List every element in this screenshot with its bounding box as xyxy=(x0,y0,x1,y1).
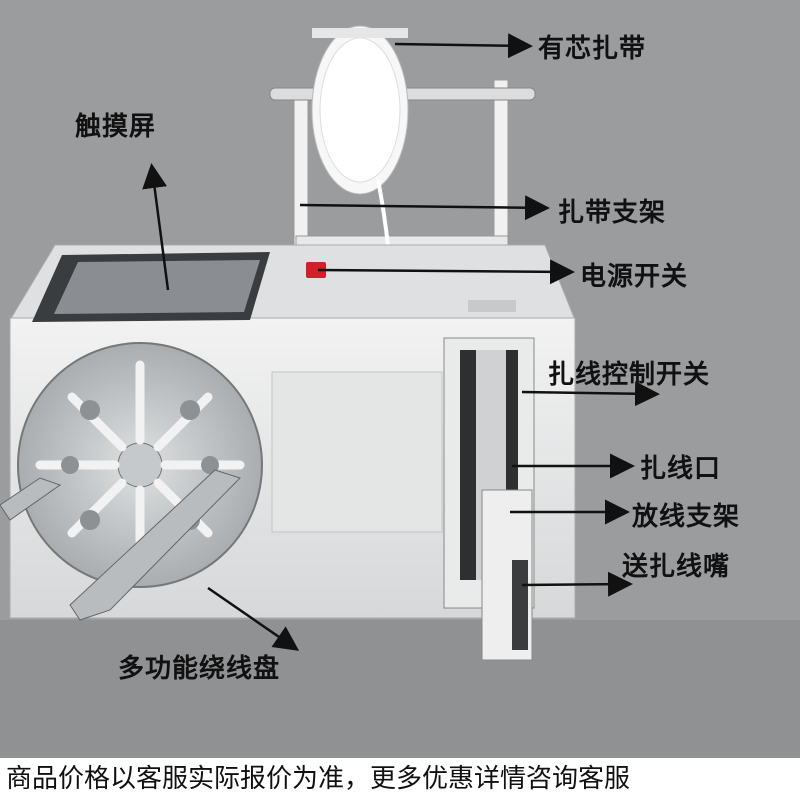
price-notice-banner: 商品价格以客服实际报价为准，更多优惠详情咨询客服 xyxy=(0,758,800,800)
brand-plate xyxy=(468,300,516,312)
label-tie-holder: 扎带支架 xyxy=(558,198,667,228)
touch-screen xyxy=(32,252,270,322)
label-touch-screen: 触摸屏 xyxy=(75,112,157,142)
power-switch xyxy=(306,262,326,278)
label-winding-disc: 多功能绕线盘 xyxy=(118,654,281,684)
winding-disc xyxy=(0,342,263,621)
machine-photo xyxy=(0,25,800,760)
annotation-arrows xyxy=(142,33,660,651)
cable-tie-spool xyxy=(311,25,409,247)
label-power-switch: 电源开关 xyxy=(580,262,689,292)
label-tie-control-switch: 扎线控制开关 xyxy=(548,360,711,390)
label-tie-opening: 扎线口 xyxy=(640,454,722,484)
label-core-tie: 有芯扎带 xyxy=(538,34,647,64)
tie-head-module xyxy=(443,337,535,661)
label-feed-nozzle: 送扎线嘴 xyxy=(622,552,731,582)
label-payoff-holder: 放线支架 xyxy=(632,502,741,532)
